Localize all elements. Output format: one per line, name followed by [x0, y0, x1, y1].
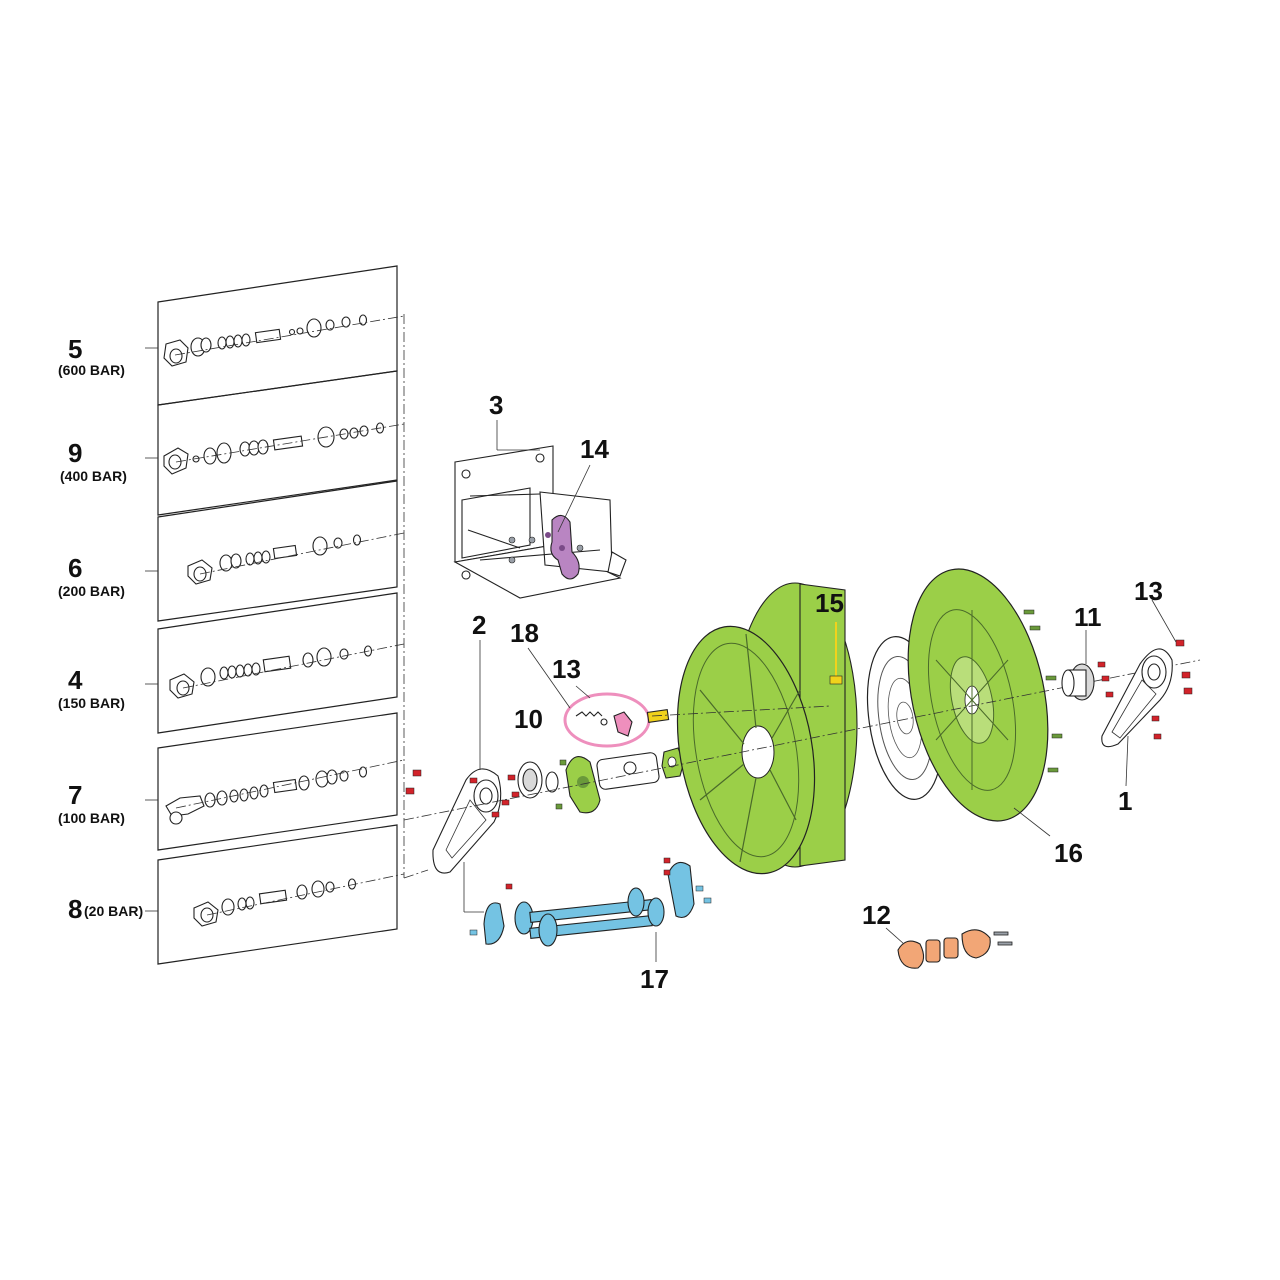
screw-icon	[505, 857, 671, 890]
pressure-label-150: (150 BAR)	[58, 695, 125, 711]
callout-4: 4	[68, 665, 83, 695]
callout-labels: 5 (600 BAR) 9 (400 BAR) 6 (200 BAR) 4 (1…	[58, 334, 1163, 994]
swivel-joint-icon	[163, 447, 189, 475]
hub-bearing	[1061, 661, 1114, 701]
callout-10: 10	[514, 704, 543, 734]
swivel-panel-150bar	[145, 592, 405, 734]
callout-1: 1	[1118, 786, 1132, 816]
callout-3: 3	[489, 390, 503, 420]
callout-13-latch: 13	[552, 654, 581, 684]
callout-2: 2	[472, 610, 486, 640]
side-arm-left	[405, 768, 502, 874]
callout-8: 8	[68, 894, 82, 924]
seal-stack-icon	[190, 314, 368, 357]
callout-6: 6	[68, 553, 82, 583]
screw-icon	[508, 536, 584, 564]
screw-icon	[469, 885, 712, 936]
pressure-label-600: (600 BAR)	[58, 362, 125, 378]
callout-14: 14	[580, 434, 609, 464]
swivel-panel-400bar	[145, 370, 405, 516]
wall-bracket	[453, 445, 627, 599]
screw-icon	[1023, 609, 1063, 773]
side-arm-right	[1101, 639, 1193, 748]
swivel-joint-icon	[193, 901, 219, 927]
pressure-label-20: (20 BAR)	[84, 903, 143, 919]
screw-icon	[1151, 639, 1193, 740]
screw-icon	[405, 769, 500, 818]
callout-7: 7	[68, 780, 82, 810]
callout-9: 9	[68, 438, 82, 468]
leader-lines	[479, 420, 1177, 962]
latch-group	[563, 692, 670, 748]
screw-icon	[555, 759, 567, 810]
drum-flange-rear	[907, 568, 1063, 822]
screw-icon	[501, 774, 520, 806]
swivel-joint-icon	[165, 795, 205, 825]
swivel-panel-20bar	[145, 824, 405, 965]
ratchet-plate	[555, 756, 601, 814]
swivel-joint-icon	[163, 339, 189, 367]
swivel-panel-600bar	[145, 265, 405, 406]
drum-icon	[676, 582, 858, 875]
seal-stack-icon	[200, 645, 373, 687]
seal-stack-icon	[221, 878, 357, 916]
hub-shaft	[596, 747, 685, 790]
swivel-panel-100bar	[145, 712, 405, 851]
callout-5: 5	[68, 334, 82, 364]
callout-18: 18	[510, 618, 539, 648]
callout-13-screw: 13	[1134, 576, 1163, 606]
callout-11: 11	[1074, 602, 1102, 632]
seal-stack-icon	[219, 534, 362, 572]
hose-guide	[897, 929, 1013, 969]
bearing-assembly	[501, 761, 559, 806]
pressure-label-200: (200 BAR)	[58, 583, 125, 599]
callout-17: 17	[640, 964, 669, 994]
pin-icon	[829, 622, 843, 685]
seal-stack-icon	[204, 766, 368, 808]
roller-guide	[463, 857, 712, 947]
screw-icon	[1097, 661, 1114, 698]
pressure-label-400: (400 BAR)	[60, 468, 127, 484]
callout-15: 15	[815, 588, 844, 618]
swivel-panel-200bar	[145, 480, 405, 622]
swivel-joint-icon	[169, 673, 195, 699]
callout-16: 16	[1054, 838, 1083, 868]
swivel-kit-panels	[145, 265, 429, 965]
callout-12: 12	[862, 900, 891, 930]
seal-stack-icon	[192, 422, 385, 465]
pressure-label-100: (100 BAR)	[58, 810, 125, 826]
